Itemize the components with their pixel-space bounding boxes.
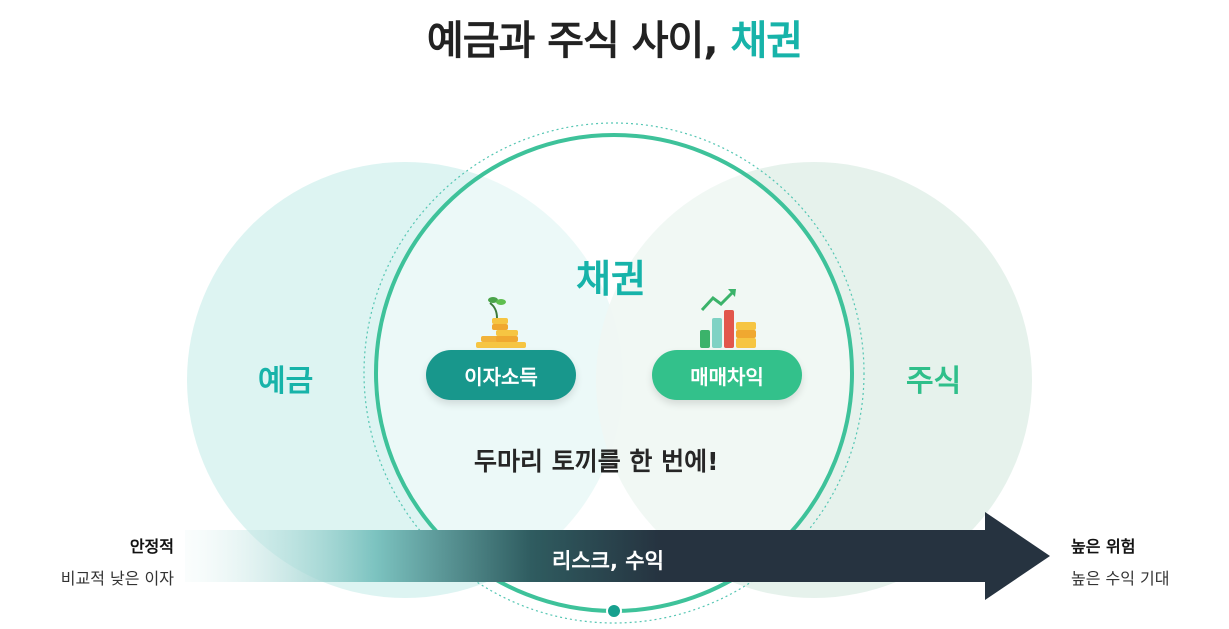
deposit-circle (187, 162, 623, 598)
left-subtitle: 비교적 낮은 이자 (60, 569, 174, 588)
page-title: 예금과 주식 사이, 채권 (0, 8, 1229, 66)
tagline: 두마리 토끼를 한 번에! (474, 447, 719, 476)
arrow-label: 리스크, 수익 (552, 549, 664, 573)
left-title: 안정적 (129, 537, 174, 556)
interest-income-pill: 이자소득 (426, 350, 576, 400)
risk-arrow (185, 512, 1050, 600)
bond-circle-fill (376, 135, 852, 611)
stock-circle (596, 162, 1032, 598)
title-accent: 채권 (730, 18, 803, 64)
coin-stack-plant-icon (476, 297, 526, 348)
title-main: 예금과 주식 사이, (426, 18, 731, 64)
right-subtitle: 높은 수익 기대 (1071, 569, 1170, 588)
right-title: 높은 위험 (1071, 537, 1136, 556)
bond-circle-outer-dotted (363, 122, 865, 624)
trading-gain-pill: 매매차익 (652, 350, 802, 400)
bar-chart-rising-icon (700, 289, 756, 348)
stock-label: 주식 (906, 364, 962, 399)
deposit-label: 예금 (258, 364, 314, 399)
arrow-marker-dot (606, 603, 622, 619)
right-side-caption: 높은 위험 높은 수익 기대 (1071, 533, 1170, 589)
left-side-caption: 안정적 비교적 낮은 이자 (61, 533, 174, 589)
bond-label: 채권 (576, 257, 646, 301)
